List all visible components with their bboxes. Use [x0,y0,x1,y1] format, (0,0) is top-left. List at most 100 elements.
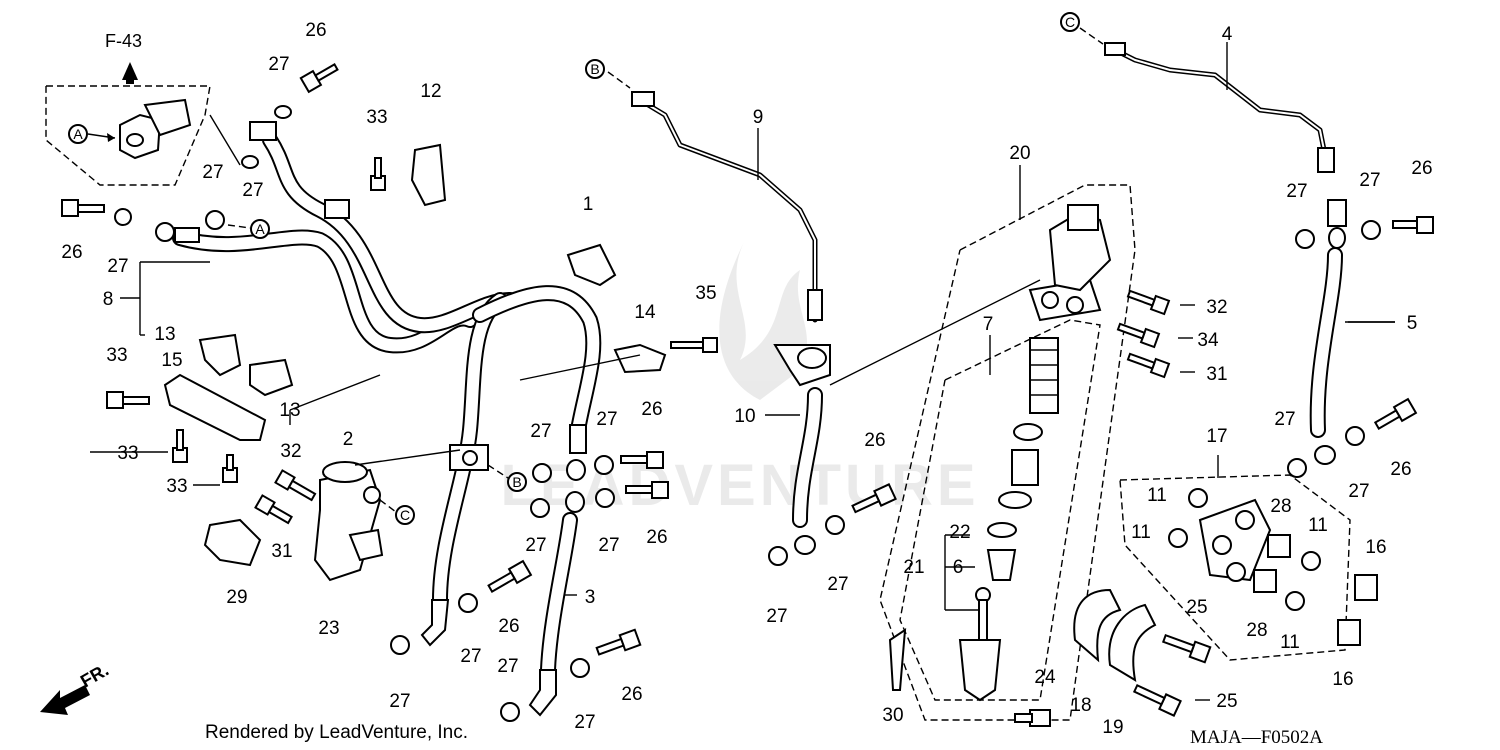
svg-text:A: A [73,126,83,142]
label-18: 18 [1070,695,1091,716]
label-26a: 26 [305,20,326,41]
label-25b: 25 [1216,691,1237,712]
label-3: 3 [585,587,596,608]
ref-b-joint: B [487,464,527,492]
frame-ref-label: F-43 [105,31,142,51]
cotter-pin-30 [888,628,907,691]
label-16a: 16 [1365,537,1386,558]
label-27n: 27 [766,606,787,627]
bracket-15 [163,333,294,441]
label-27p: 27 [1359,170,1380,191]
leader-lines [90,42,1395,701]
label-17: 17 [1206,426,1227,447]
label-26g: 26 [864,430,885,451]
label-26b: 26 [61,242,82,263]
brake-hose-10 [773,344,831,555]
label-34: 34 [1197,330,1219,351]
label-33a: 33 [366,107,387,128]
label-27f: 27 [596,409,617,430]
label-27r: 27 [1348,481,1369,502]
label-30: 30 [882,705,903,726]
label-10: 10 [734,406,755,427]
piston-kit-7 [899,319,1101,702]
part-labels: 1 2 3 4 5 6 7 8 9 10 11 11 11 11 12 13 1… [61,20,1432,738]
label-33b: 33 [106,345,127,366]
label-32b: 32 [1206,297,1227,318]
label-5: 5 [1407,313,1418,334]
label-9: 9 [753,107,764,128]
up-arrow-icon [122,62,138,80]
master-cylinder-assembly-20 [879,184,1136,721]
credit-text: Rendered by LeadVenture, Inc. [205,722,468,743]
label-14: 14 [634,302,656,323]
svg-text:C: C [1065,14,1075,30]
ref-circle-a [68,124,88,144]
washers-27 [114,105,1381,722]
label-11a: 11 [1147,485,1167,506]
label-7: 7 [983,314,994,335]
label-2: 2 [343,429,354,450]
label-19: 19 [1102,717,1123,738]
label-1: 1 [583,194,594,215]
label-27h: 27 [598,535,619,556]
label-11b: 11 [1131,522,1151,543]
label-35: 35 [695,283,716,304]
ref-circle-c-bracket [395,505,415,525]
label-12: 12 [420,81,441,102]
brake-hose-center [472,285,602,481]
label-24: 24 [1034,667,1056,688]
ref-circle-c-top [1060,12,1080,32]
brake-pipe-9: B [585,59,823,323]
label-31b: 31 [1206,364,1227,385]
label-26e: 26 [498,616,519,637]
label-31a: 31 [271,541,292,562]
brake-hose-2 [249,121,518,334]
three-way-joint [449,444,489,471]
front-arrow-icon [40,685,90,715]
label-6: 6 [953,557,964,578]
clamps-18-19 [1073,588,1157,682]
label-27j: 27 [497,656,518,677]
front-arrow: FR. [40,660,112,715]
spacers-16 [1337,574,1378,646]
label-28a: 28 [1270,496,1291,517]
label-22: 22 [949,522,970,543]
label-26h: 26 [1411,158,1432,179]
label-15: 15 [161,350,182,371]
brake-hose-5 [1309,199,1347,465]
label-27m: 27 [827,574,848,595]
svg-text:C: C [400,507,410,523]
brake-hose-left-lower [420,292,508,647]
label-25a: 25 [1186,597,1207,618]
label-27l: 27 [574,712,595,733]
label-11c: 11 [1308,515,1328,536]
label-8: 8 [103,289,114,310]
label-27d: 27 [107,256,128,277]
label-16b: 16 [1332,669,1353,690]
label-33d: 33 [166,476,187,497]
brake-hose-8 [155,222,478,354]
label-33c: 33 [117,443,138,464]
label-13a: 13 [154,324,175,345]
diagram-code: MAJA—F0502A [1190,727,1323,748]
label-27c: 27 [242,180,263,201]
label-27b: 27 [202,162,223,183]
label-13b: 13 [279,400,300,421]
label-27i: 27 [460,646,481,667]
label-28b: 28 [1246,620,1267,641]
label-26i: 26 [1390,459,1411,480]
label-29: 29 [226,587,247,608]
label-27g: 27 [525,535,546,556]
inset-f43: F-43 A [45,31,241,186]
label-32a: 32 [280,441,301,462]
clamp-1 [566,243,617,287]
grommet-29 [203,518,262,567]
label-27a: 27 [268,54,289,75]
label-27q: 27 [1274,409,1295,430]
bolts [61,63,1434,727]
label-4: 4 [1222,24,1233,45]
label-21: 21 [903,557,924,578]
label-27o: 27 [1286,181,1307,202]
svg-text:A: A [255,221,265,237]
brake-pipe-4: C [1060,12,1335,173]
